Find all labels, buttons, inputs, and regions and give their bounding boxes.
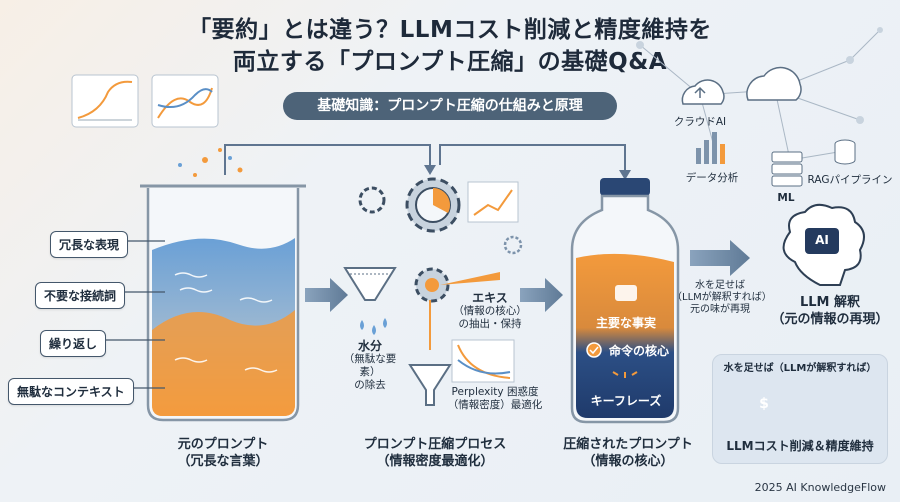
- water-sub-2: の除去: [354, 379, 386, 391]
- bottle-item-facts: 主要な事実: [595, 316, 656, 330]
- footer-credit: 2025 AI KnowledgeFlow: [754, 481, 886, 494]
- cloud-server-icon: [746, 66, 802, 101]
- bottle-caption: 圧縮されたプロンプト （情報の核心）: [548, 436, 708, 470]
- water-sub-1: （無駄な要素）: [343, 353, 397, 378]
- llm-line-1: LLM 解釈: [799, 295, 861, 310]
- bottle-caption-line-2: （情報の核心）: [582, 454, 674, 469]
- subtitle-badge: 基礎知識：プロンプト圧縮の仕組みと原理: [283, 92, 617, 120]
- arrow-right-2: [520, 278, 563, 312]
- llm-line-2: （元の情報の再現）: [771, 312, 889, 327]
- flow-arrows: [224, 144, 626, 175]
- process-caption-line-1: プロンプト圧縮プロセス: [363, 437, 507, 452]
- process-caption-line-2: （情報密度最適化）: [376, 454, 494, 469]
- mini-chart-icon-1: [71, 74, 139, 128]
- bottle-illustration: [570, 178, 680, 424]
- server-icon: [771, 151, 803, 187]
- gear-icon-large: [405, 177, 461, 233]
- gear-icon-small: [358, 186, 386, 214]
- add-water-line-1: 水を足せば: [695, 280, 745, 291]
- extract-beam: [440, 272, 500, 285]
- mini-chart-icon-2: [151, 74, 219, 128]
- database-icon: [834, 139, 856, 165]
- perplexity-label: Perplexity 困惑度 （情報密度）最適化: [445, 386, 545, 412]
- beaker-illustration: [140, 148, 306, 422]
- panel-caption: LLMコスト削減＆精度維持: [726, 439, 874, 453]
- label-useless-context: 無駄なコンテキスト: [8, 378, 134, 405]
- extract-label: エキス （情報の核心） の抽出・保持: [450, 292, 530, 331]
- trend-chart-icon: [467, 181, 519, 223]
- extract-sub-2: の抽出・保持: [458, 318, 522, 330]
- water-label: 水分 （無駄な要素） の除去: [338, 340, 402, 392]
- panel-title: 水を足せば（LLMが解釈すれば）: [723, 363, 877, 374]
- label-unneeded-conjunction: 不要な接続詞: [35, 282, 126, 309]
- funnel-icon-2: [408, 364, 452, 406]
- summary-panel: [712, 354, 888, 464]
- coin-icon: $: [759, 396, 769, 412]
- cloud-ai-label: クラウドAI: [673, 116, 727, 128]
- arrow-right-1: [305, 278, 348, 312]
- extract-title: エキス: [472, 291, 508, 305]
- page-title: 「要約」とは違う？LLMコスト削減と精度維持を 両立する「プロンプト圧縮」の基礎…: [150, 14, 750, 78]
- perplexity-chart-icon: [451, 339, 515, 383]
- water-title: 水分: [357, 339, 382, 353]
- water-drops-icon: [360, 318, 387, 335]
- data-analysis-label: データ分析: [685, 172, 739, 184]
- label-repetition: 繰り返し: [40, 330, 107, 357]
- beaker-caption-line-1: 元のプロンプト: [177, 437, 269, 452]
- title-line-2: 両立する「プロンプト圧縮」の基礎Q&A: [232, 49, 668, 75]
- brain-ai-badge: AI: [815, 233, 829, 247]
- ml-label: ML: [777, 192, 795, 204]
- rag-pipeline-label: RAGパイプライン: [807, 174, 893, 186]
- arrow-right-3: [690, 240, 750, 276]
- llm-interpret-caption: LLM 解釈 （元の情報の再現）: [768, 294, 892, 328]
- add-water-line-3: 元の味が再現: [690, 304, 750, 315]
- bottle-caption-line-1: 圧縮されたプロンプト: [563, 437, 693, 452]
- bottle-item-keyphrase: キーフレーズ: [590, 394, 662, 408]
- perplexity-line-1: Perplexity 困惑度: [451, 386, 539, 398]
- process-caption: プロンプト圧縮プロセス （情報密度最適化）: [340, 436, 530, 470]
- cloud-ai-icon: [681, 79, 725, 105]
- bar-chart-icon: [696, 132, 725, 164]
- beaker-caption: 元のプロンプト （冗長な言葉）: [140, 436, 306, 470]
- add-water-note: 水を足せば （LLMが解釈すれば） 元の味が再現: [672, 280, 772, 316]
- label-redundant-expression: 冗長な表現: [50, 231, 129, 258]
- brain-icon: [782, 203, 865, 286]
- extract-sub-1: （情報の核心）: [453, 305, 527, 317]
- title-line-1: 「要約」とは違う？LLMコスト削減と精度維持を: [188, 17, 712, 43]
- perplexity-line-2: （情報密度）最適化: [447, 399, 543, 411]
- beaker-caption-line-2: （冗長な言葉）: [177, 454, 269, 469]
- gear-icon-tiny: [503, 235, 523, 255]
- add-water-line-2: （LLMが解釈すれば）: [672, 292, 772, 303]
- gear-icon-medium: [414, 267, 450, 303]
- filter-funnel-icon: [343, 267, 397, 301]
- bottle-item-command: 命令の核心: [608, 344, 669, 358]
